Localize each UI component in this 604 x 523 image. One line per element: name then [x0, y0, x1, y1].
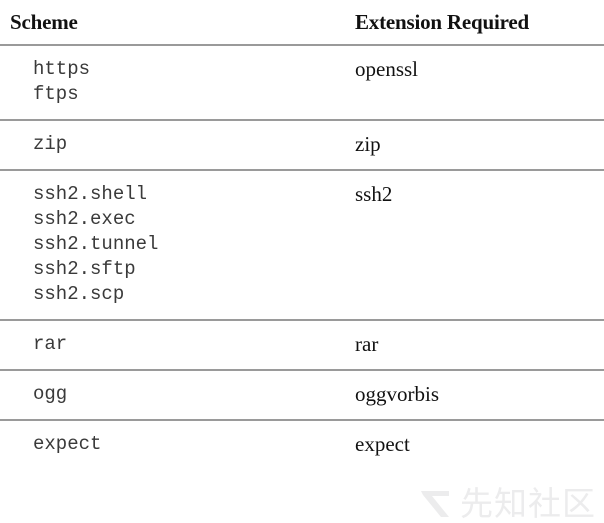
scheme-list: https ftps — [0, 46, 355, 119]
scheme-name: rar — [33, 333, 68, 355]
extension-value-wrap: rar — [355, 321, 604, 369]
watermark: 先知社区 — [419, 487, 596, 521]
scheme-cell: ssh2.shell ssh2.exec ssh2.tunnel ssh2.sftp s… — [0, 170, 355, 321]
scheme-cell: ogg — [0, 370, 355, 421]
scheme-name: ssh2.sftp — [33, 258, 136, 280]
table-header: Scheme Extension Required — [0, 0, 604, 46]
scheme-cell: zip — [0, 120, 355, 171]
scheme-name: ftps — [33, 83, 79, 105]
scheme-cell: https ftps — [0, 45, 355, 121]
extension-value-wrap: expect — [355, 421, 604, 469]
extension-cell: openssl — [355, 45, 604, 121]
extension-cell: zip — [355, 120, 604, 171]
table-row: ogg oggvorbis — [0, 370, 604, 421]
extension-name: rar — [355, 332, 379, 356]
scheme-list: ssh2.shell ssh2.exec ssh2.tunnel ssh2.sftp s… — [0, 171, 355, 319]
extension-name: zip — [355, 132, 381, 156]
extension-value-wrap: zip — [355, 121, 604, 169]
scheme-list: expect — [0, 421, 355, 469]
xianzhi-logo-icon — [419, 487, 453, 521]
scheme-name: expect — [33, 433, 102, 455]
table-row: ssh2.shell ssh2.exec ssh2.tunnel ssh2.sftp s… — [0, 170, 604, 321]
column-header-scheme: Scheme — [0, 0, 355, 46]
scheme-name: ssh2.shell — [33, 183, 148, 205]
scheme-name: ssh2.scp — [33, 283, 125, 305]
scheme-list: rar — [0, 321, 355, 369]
scheme-name: https — [33, 58, 91, 80]
extension-value-wrap: openssl — [355, 46, 604, 94]
scheme-name: ogg — [33, 383, 68, 405]
table-row: zip zip — [0, 120, 604, 171]
scheme-list: ogg — [0, 371, 355, 419]
table-row: https ftps openssl — [0, 45, 604, 121]
scheme-name: ssh2.exec — [33, 208, 136, 230]
scheme-cell: rar — [0, 320, 355, 371]
scheme-name: zip — [33, 133, 68, 155]
extension-cell: ssh2 — [355, 170, 604, 321]
table-header-row: Scheme Extension Required — [0, 0, 604, 46]
extension-value-wrap: oggvorbis — [355, 371, 604, 419]
extension-name: ssh2 — [355, 182, 393, 206]
extension-cell: rar — [355, 320, 604, 371]
scheme-name: ssh2.tunnel — [33, 233, 159, 255]
scheme-extension-table: Scheme Extension Required https ftps opens… — [0, 0, 604, 469]
scheme-list: zip — [0, 121, 355, 169]
column-header-extension: Extension Required — [355, 0, 604, 46]
extension-name: oggvorbis — [355, 382, 439, 406]
extension-name: expect — [355, 432, 410, 456]
table-row: expect expect — [0, 420, 604, 469]
scheme-cell: expect — [0, 420, 355, 469]
table-row: rar rar — [0, 320, 604, 371]
extension-name: openssl — [355, 57, 418, 81]
extension-cell: expect — [355, 420, 604, 469]
extension-value-wrap: ssh2 — [355, 171, 604, 219]
extension-cell: oggvorbis — [355, 370, 604, 421]
table-body: https ftps openssl zip zip ssh2.shell ssh2.exe… — [0, 45, 604, 469]
watermark-text: 先知社区 — [460, 484, 596, 523]
